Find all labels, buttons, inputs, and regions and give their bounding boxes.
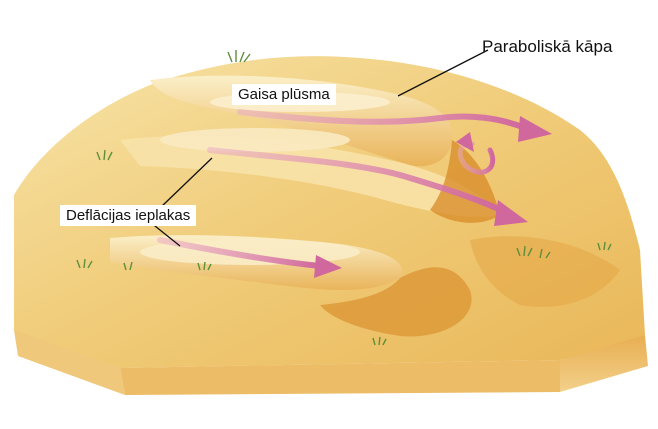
grass-tuft-icon bbox=[228, 50, 250, 62]
label-air-flow: Gaisa plūsma bbox=[232, 84, 336, 105]
label-deflation-hollows: Deflācijas ieplakas bbox=[60, 205, 196, 226]
deflation-hollow-1 bbox=[160, 128, 350, 152]
label-parabolic-dune: Paraboliskā kāpa bbox=[482, 38, 612, 55]
